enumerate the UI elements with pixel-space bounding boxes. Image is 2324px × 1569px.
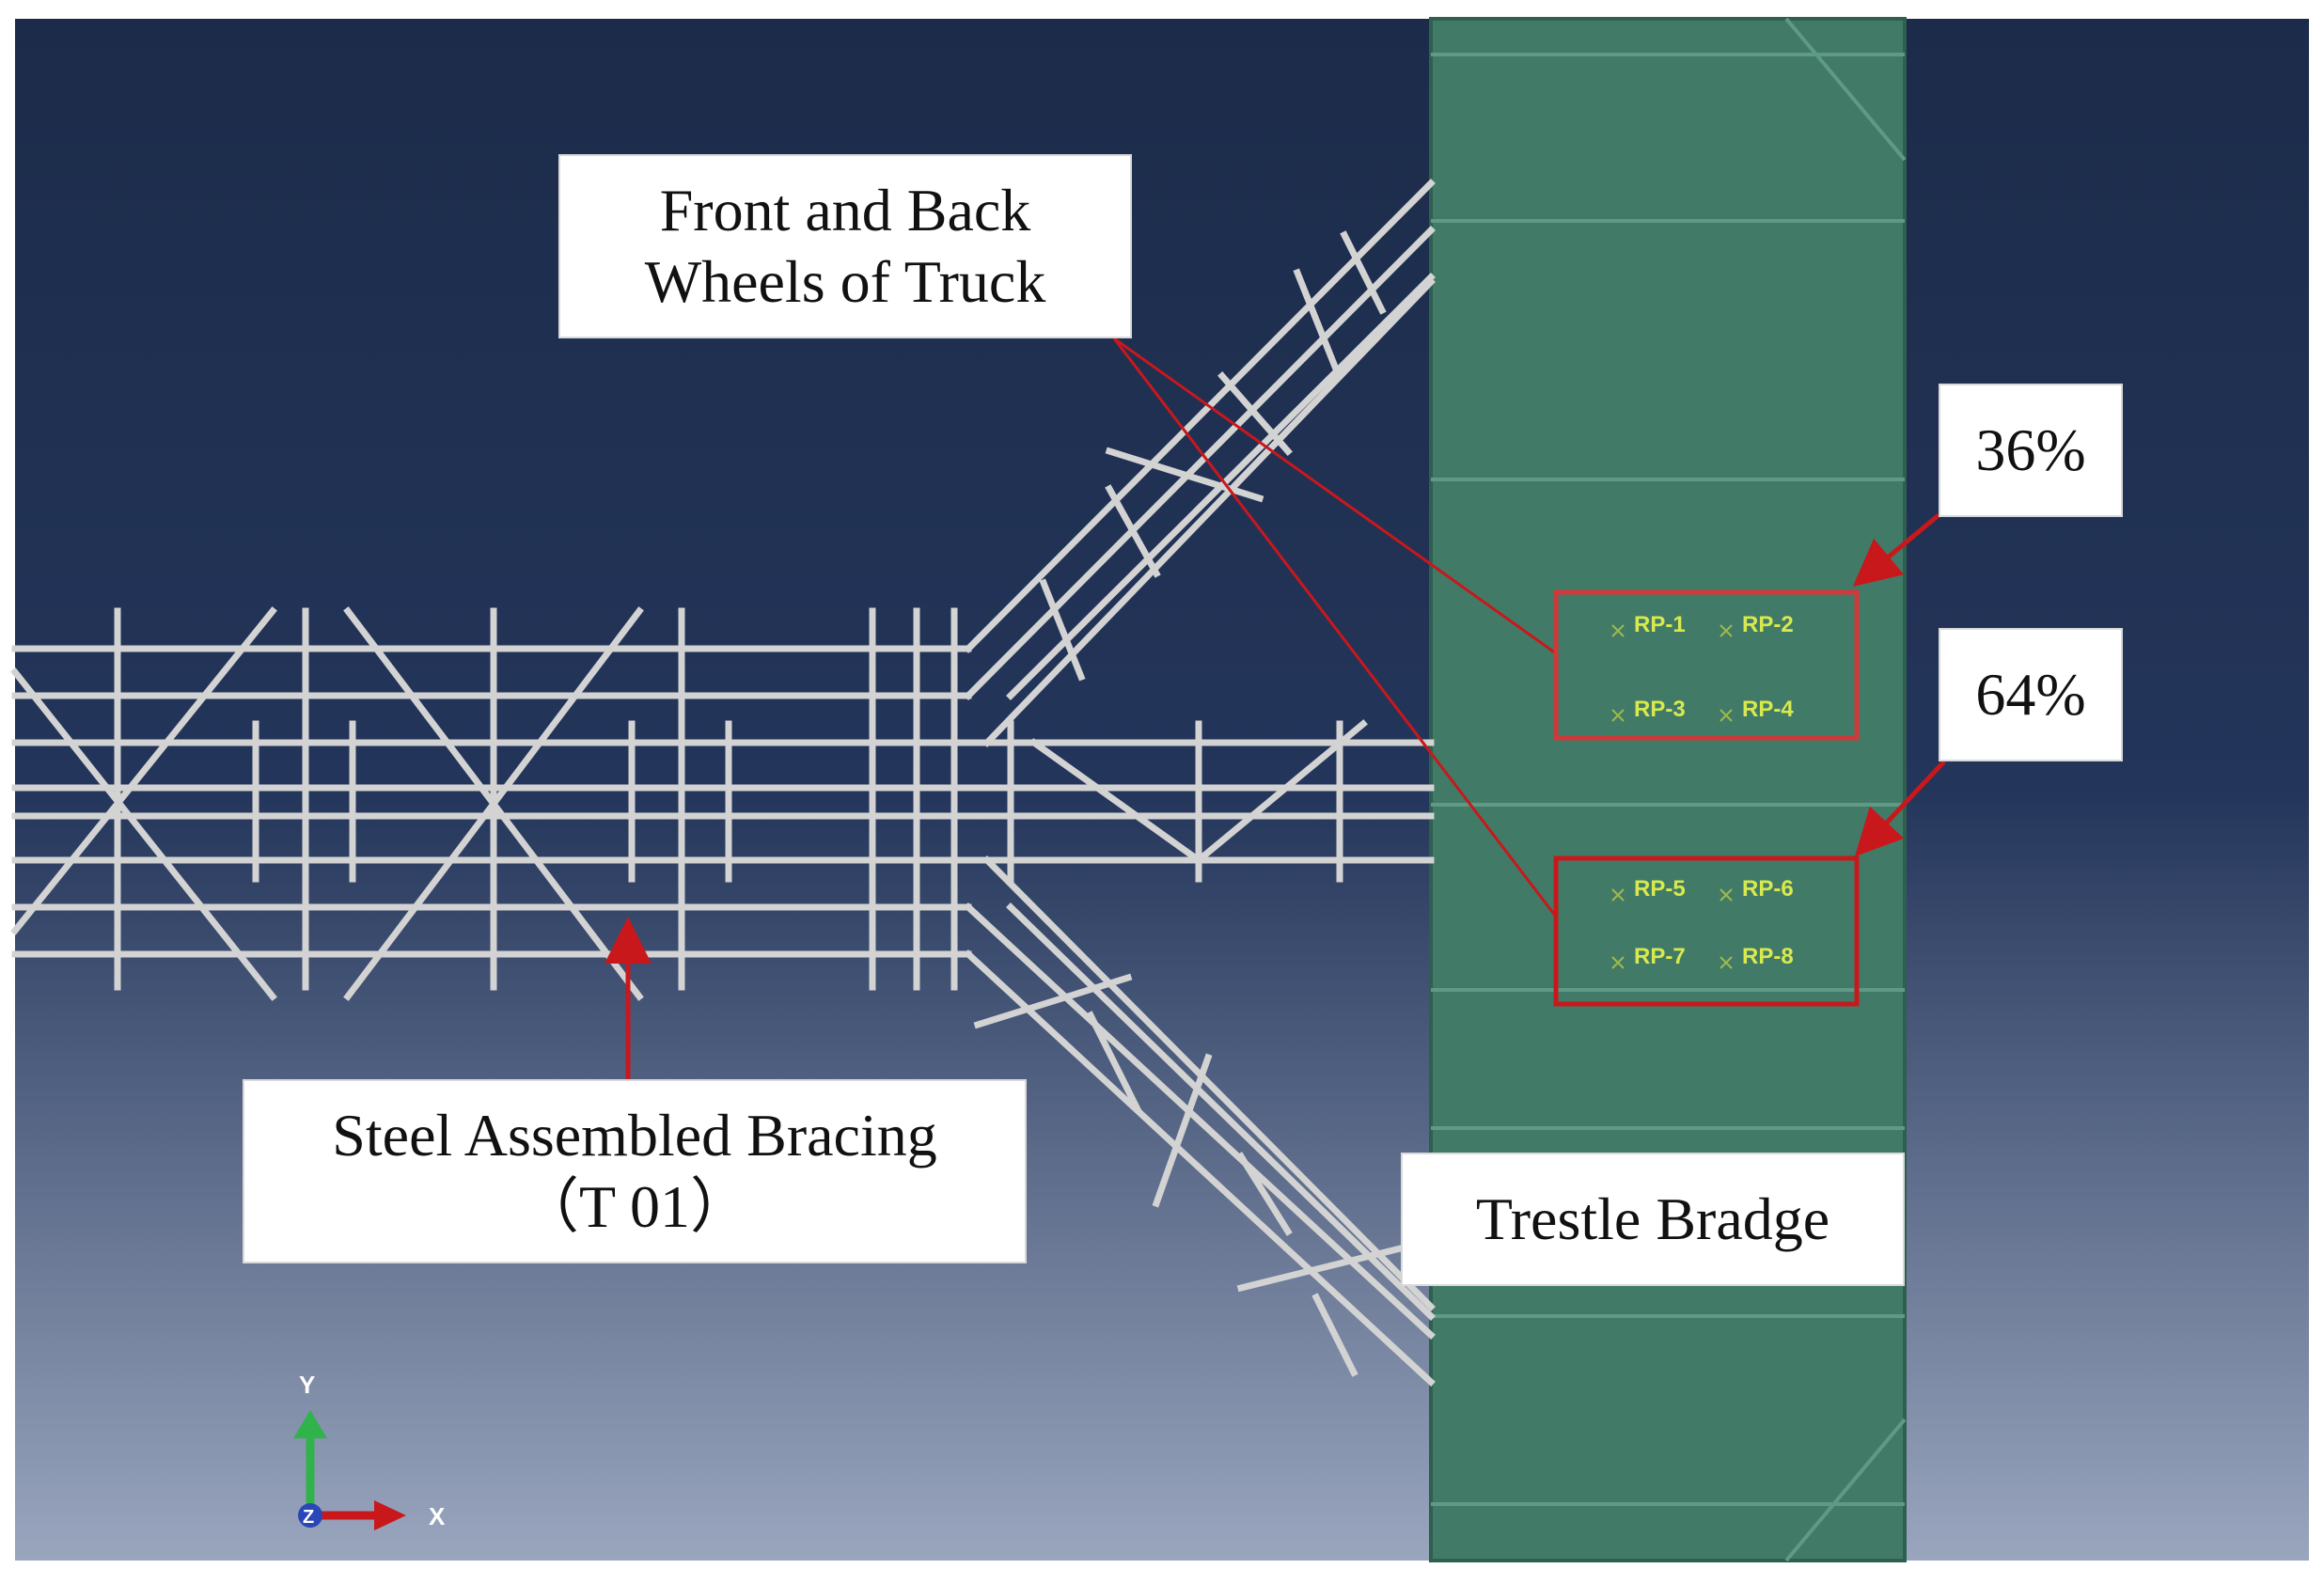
trestle-bridge xyxy=(1429,17,1907,1562)
rp-label: RP-6 xyxy=(1742,876,1794,902)
steel-bracing-members xyxy=(10,179,1436,1387)
rp-label: RP-4 xyxy=(1742,697,1794,722)
truck-wheels-label-line1: Front and Back xyxy=(659,177,1031,244)
rp-group-top-frame xyxy=(1553,589,1860,741)
axis-x-label: X xyxy=(429,1502,446,1530)
percent-top-label: 36% xyxy=(1939,384,2123,517)
axis-triad-icon: Y X Z xyxy=(293,1371,446,1530)
bracing-label-line1: Steel Assembled Bracing xyxy=(332,1102,937,1169)
annotation-arrows xyxy=(605,513,1946,1079)
rp-label: RP-2 xyxy=(1742,612,1794,637)
rp-group-bottom-frame xyxy=(1553,855,1860,1007)
trestle-bridge-label: Trestle Bradge xyxy=(1401,1153,1905,1286)
annotation-lines xyxy=(1112,337,1558,918)
truck-wheels-label-line2: Wheels of Truck xyxy=(644,248,1046,315)
axis-y-label: Y xyxy=(299,1371,315,1399)
rp-label: RP-1 xyxy=(1634,612,1686,637)
rp-marker-icons xyxy=(1611,624,1733,969)
rp-label: RP-3 xyxy=(1634,697,1686,722)
axis-z-label: Z xyxy=(303,1507,314,1528)
bracing-label: Steel Assembled Bracing （T 01） xyxy=(243,1079,1027,1263)
rp-label: RP-5 xyxy=(1634,876,1686,902)
rp-label: RP-8 xyxy=(1742,944,1794,969)
truck-wheels-label: Front and Back Wheels of Truck xyxy=(558,154,1132,338)
bracing-label-line2: （T 01） xyxy=(519,1173,750,1240)
rp-label: RP-7 xyxy=(1634,944,1686,969)
percent-bottom-label: 64% xyxy=(1939,628,2123,761)
